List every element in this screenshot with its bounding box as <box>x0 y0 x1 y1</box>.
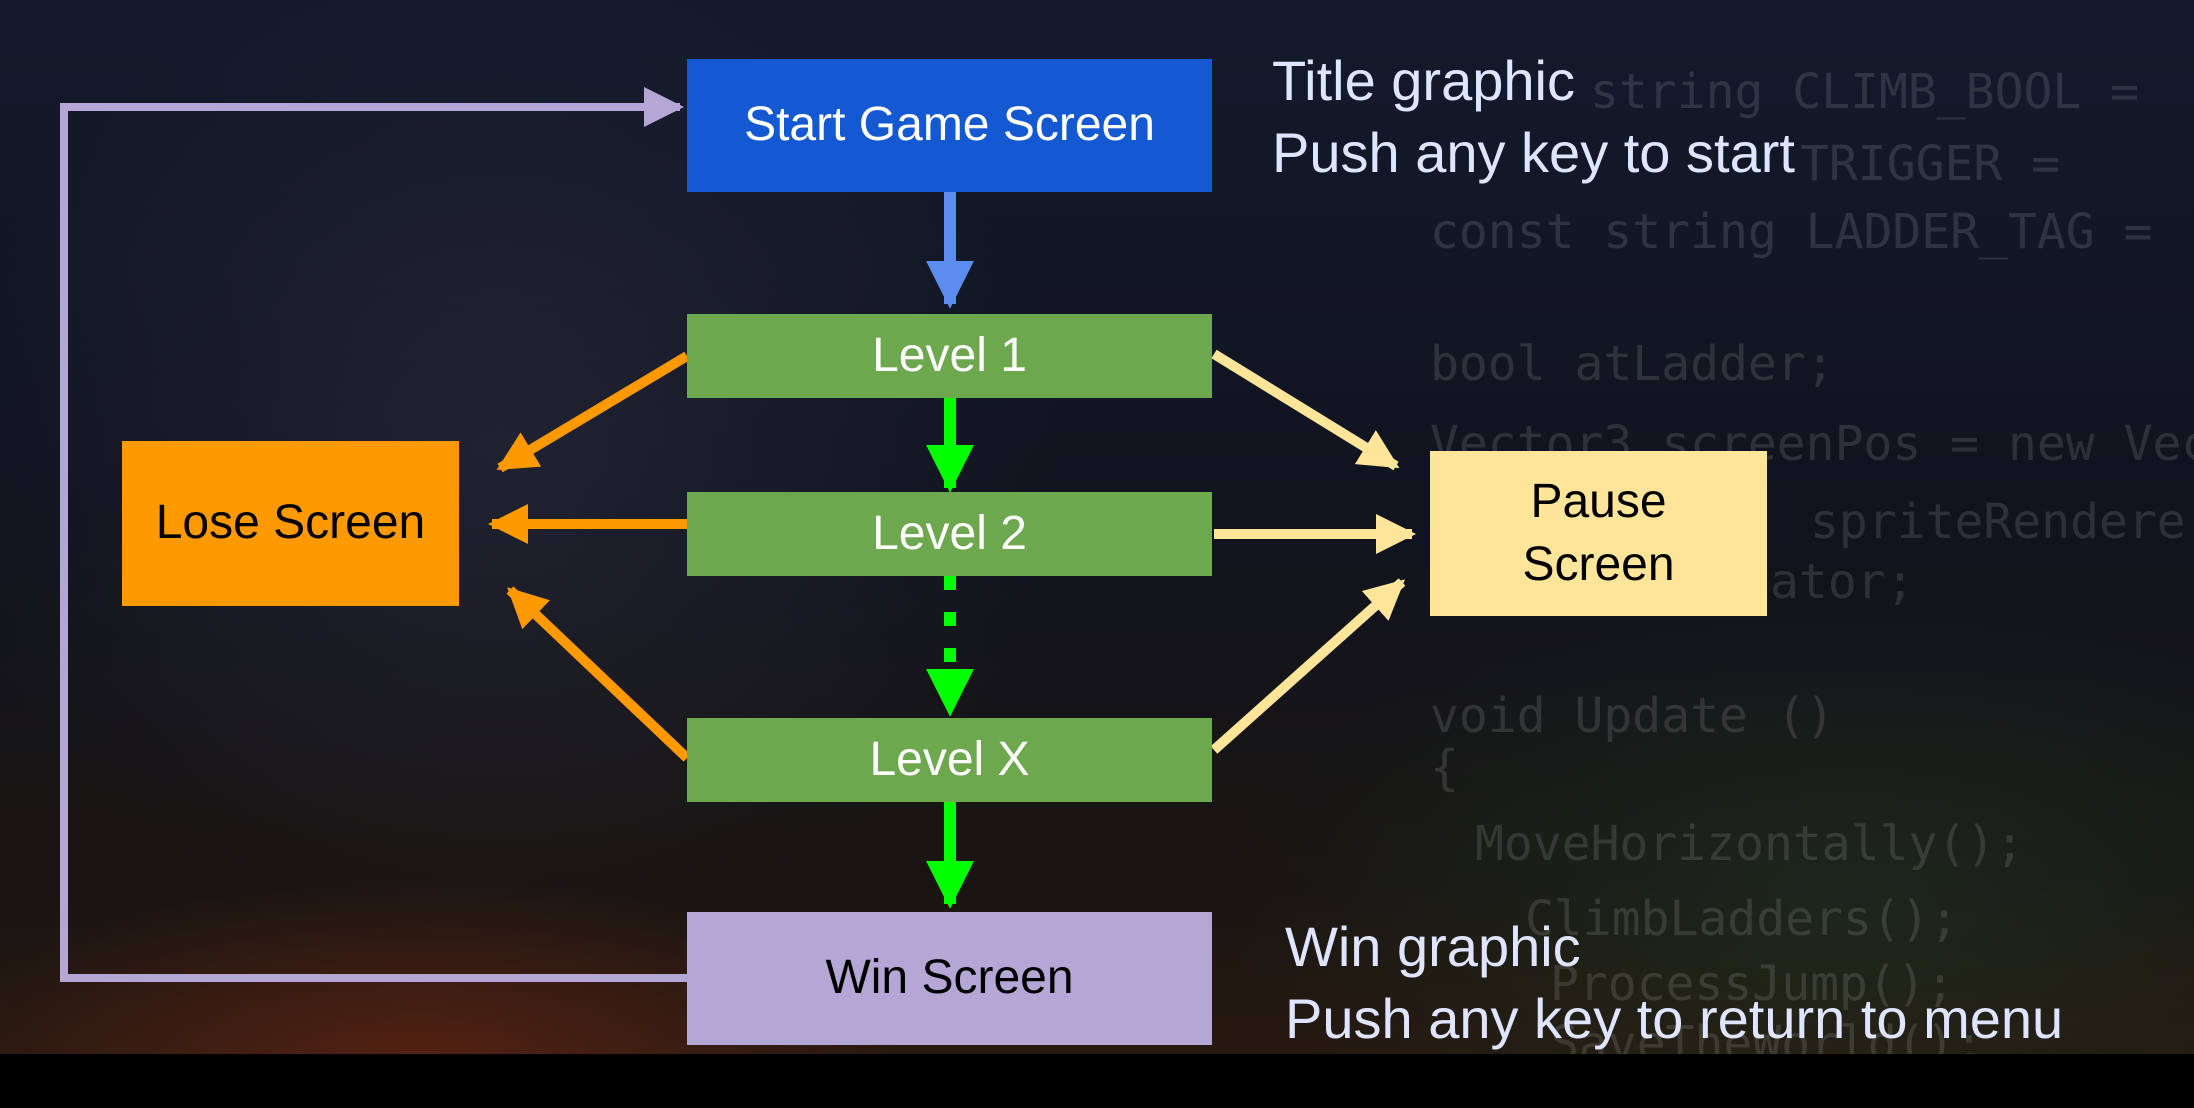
node-label: Level 1 <box>872 328 1027 382</box>
level1-node: Level 1 <box>687 314 1212 398</box>
node-label: Pause Screen <box>1522 475 1675 591</box>
code-line: ClimbLadders(); <box>1525 891 1958 947</box>
arrow-levelx-to-pause <box>1210 578 1406 754</box>
level2-node: Level 2 <box>687 492 1212 576</box>
arrow-level1-to-pause <box>1211 349 1400 471</box>
code-line: TRIGGER = <box>1800 136 2060 192</box>
node-label: Lose Screen <box>155 496 426 550</box>
node-label: Start Game Screen <box>744 98 1155 152</box>
bottom-bar <box>0 1054 2194 1108</box>
code-line: ProcessJump(); <box>1550 956 1955 1012</box>
code-line: spriteRenderer <box>1810 494 2194 550</box>
code-line: bool atLadder; <box>1430 336 1835 392</box>
node-label: Level 2 <box>872 506 1027 560</box>
note-line: Push any key to return to menu <box>1285 987 2064 1050</box>
win-screen-node: Win Screen <box>687 912 1212 1045</box>
pause-screen-node: Pause Screen <box>1430 451 1767 616</box>
code-line: { <box>1430 740 1459 796</box>
levelx-node: Level X <box>687 718 1212 802</box>
background-code: string CLIMB_BOOL = TRIGGER = const stri… <box>1430 64 2194 1072</box>
code-line: const string LADDER_TAG = <box>1430 204 2152 260</box>
note-line: Title graphic <box>1272 49 1575 112</box>
code-line: string CLIMB_BOOL = <box>1590 64 2139 120</box>
arrow-levelx-to-lose <box>506 586 691 762</box>
lose-screen-node: Lose Screen <box>122 441 459 606</box>
node-label: Win Screen <box>825 951 1074 1005</box>
node-label: Level X <box>869 732 1030 786</box>
code-line: void Update () <box>1430 688 1835 744</box>
code-line: MoveHorizontally(); <box>1475 816 2024 872</box>
arrow-win-to-start <box>60 87 687 982</box>
win-screen-note: Win graphic Push any key to return to me… <box>1285 911 2063 1055</box>
start-game-screen-node: Start Game Screen <box>687 59 1212 192</box>
arrow-level1-to-lose <box>496 351 690 473</box>
code-line: ator; <box>1770 554 1915 610</box>
note-line: Win graphic <box>1285 915 1581 978</box>
note-line: Push any key to start <box>1272 121 1795 184</box>
title-screen-note: Title graphic Push any key to start <box>1272 45 1795 189</box>
